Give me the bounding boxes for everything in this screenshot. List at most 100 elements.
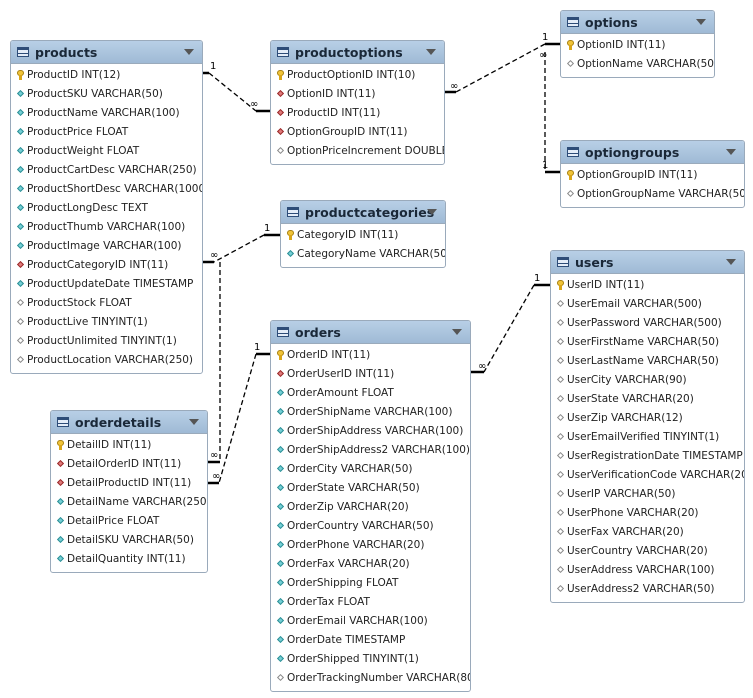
column-label: DetailSKU VARCHAR(50) [67, 533, 194, 546]
column-row[interactable]: OptionPriceIncrement DOUBLE [271, 141, 444, 160]
column-row[interactable]: OptionName VARCHAR(50) [561, 54, 714, 73]
column-row[interactable]: OrderTax FLOAT [271, 592, 470, 611]
column-row[interactable]: OrderShipping FLOAT [271, 573, 470, 592]
column-row[interactable]: UserZip VARCHAR(12) [551, 408, 744, 427]
column-row[interactable]: UserAddress VARCHAR(100) [551, 560, 744, 579]
column-row[interactable]: OptionID INT(11) [271, 84, 444, 103]
column-row[interactable]: OrderAmount FLOAT [271, 383, 470, 402]
collapse-arrow-icon[interactable] [427, 209, 437, 215]
column-row[interactable]: OrderShipName VARCHAR(100) [271, 402, 470, 421]
column-row[interactable]: ProductThumb VARCHAR(100) [11, 217, 202, 236]
table-header[interactable]: orders [271, 321, 470, 344]
column-row[interactable]: DetailSKU VARCHAR(50) [51, 530, 207, 549]
table-header[interactable]: products [11, 41, 202, 64]
column-row[interactable]: CategoryName VARCHAR(50) [281, 244, 445, 263]
table-header[interactable]: productcategories [281, 201, 445, 224]
column-row[interactable]: UserEmailVerified TINYINT(1) [551, 427, 744, 446]
column-row[interactable]: ProductShortDesc VARCHAR(1000) [11, 179, 202, 198]
table-header[interactable]: users [551, 251, 744, 274]
column-row[interactable]: DetailOrderID INT(11) [51, 454, 207, 473]
table-header[interactable]: options [561, 11, 714, 34]
column-row[interactable]: DetailQuantity INT(11) [51, 549, 207, 568]
table-header[interactable]: optiongroups [561, 141, 744, 164]
column-row[interactable]: UserVerificationCode VARCHAR(20) [551, 465, 744, 484]
collapse-arrow-icon[interactable] [426, 49, 436, 55]
column-row[interactable]: UserFirstName VARCHAR(50) [551, 332, 744, 351]
column-row[interactable]: OrderTrackingNumber VARCHAR(80) [271, 668, 470, 687]
column-row[interactable]: CategoryID INT(11) [281, 225, 445, 244]
column-row[interactable]: OrderShipAddress VARCHAR(100) [271, 421, 470, 440]
column-row[interactable]: OptionID INT(11) [561, 35, 714, 54]
collapse-arrow-icon[interactable] [184, 49, 194, 55]
column-row[interactable]: ProductWeight FLOAT [11, 141, 202, 160]
column-row[interactable]: OrderState VARCHAR(50) [271, 478, 470, 497]
column-row[interactable]: ProductPrice FLOAT [11, 122, 202, 141]
column-row[interactable]: ProductLocation VARCHAR(250) [11, 350, 202, 369]
collapse-arrow-icon[interactable] [452, 329, 462, 335]
collapse-arrow-icon[interactable] [696, 19, 706, 25]
column-row[interactable]: UserIP VARCHAR(50) [551, 484, 744, 503]
table-header[interactable]: productoptions [271, 41, 444, 64]
column-row[interactable]: OrderEmail VARCHAR(100) [271, 611, 470, 630]
column-row[interactable]: UserPassword VARCHAR(500) [551, 313, 744, 332]
column-row[interactable]: UserEmail VARCHAR(500) [551, 294, 744, 313]
column-row[interactable]: OrderDate TIMESTAMP [271, 630, 470, 649]
card-productcategories-1: 1 [264, 223, 270, 234]
column-row[interactable]: ProductUnlimited TINYINT(1) [11, 331, 202, 350]
column-row[interactable]: ProductImage VARCHAR(100) [11, 236, 202, 255]
column-row[interactable]: UserCountry VARCHAR(20) [551, 541, 744, 560]
column-row[interactable]: UserState VARCHAR(20) [551, 389, 744, 408]
column-row[interactable]: OrderCountry VARCHAR(50) [271, 516, 470, 535]
column-row[interactable]: ProductID INT(12) [11, 65, 202, 84]
column-row[interactable]: UserFax VARCHAR(20) [551, 522, 744, 541]
column-row[interactable]: OrderPhone VARCHAR(20) [271, 535, 470, 554]
column-row[interactable]: DetailProductID INT(11) [51, 473, 207, 492]
collapse-arrow-icon[interactable] [189, 419, 199, 425]
column-row[interactable]: OptionGroupName VARCHAR(50) [561, 184, 744, 203]
column-row[interactable]: ProductOptionID INT(10) [271, 65, 444, 84]
column-row[interactable]: DetailID INT(11) [51, 435, 207, 454]
column-row[interactable]: UserPhone VARCHAR(20) [551, 503, 744, 522]
column-row[interactable]: UserCity VARCHAR(90) [551, 370, 744, 389]
column-row[interactable]: OrderUserID INT(11) [271, 364, 470, 383]
column-row[interactable]: UserLastName VARCHAR(50) [551, 351, 744, 370]
column-row[interactable]: ProductID INT(11) [271, 103, 444, 122]
column-row[interactable]: ProductSKU VARCHAR(50) [11, 84, 202, 103]
column-row[interactable]: ProductName VARCHAR(100) [11, 103, 202, 122]
column-row[interactable]: OrderCity VARCHAR(50) [271, 459, 470, 478]
column-row[interactable]: OrderFax VARCHAR(20) [271, 554, 470, 573]
column-row[interactable]: OptionGroupID INT(11) [561, 165, 744, 184]
column-row[interactable]: DetailPrice FLOAT [51, 511, 207, 530]
column-row[interactable]: UserID INT(11) [551, 275, 744, 294]
column-label: UserAddress2 VARCHAR(50) [567, 582, 715, 595]
column-label: CategoryName VARCHAR(50) [297, 247, 446, 260]
column-row[interactable]: UserRegistrationDate TIMESTAMP [551, 446, 744, 465]
column-row[interactable]: ProductUpdateDate TIMESTAMP [11, 274, 202, 293]
collapse-arrow-icon[interactable] [726, 149, 736, 155]
column-row[interactable]: ProductLive TINYINT(1) [11, 312, 202, 331]
column-row[interactable]: ProductCategoryID INT(11) [11, 255, 202, 274]
not-null-column-icon [276, 540, 284, 550]
column-row[interactable]: OptionGroupID INT(11) [271, 122, 444, 141]
column-row[interactable]: UserAddress2 VARCHAR(50) [551, 579, 744, 598]
table-header[interactable]: orderdetails [51, 411, 207, 434]
column-row[interactable]: OrderShipped TINYINT(1) [271, 649, 470, 668]
column-label: OrderState VARCHAR(50) [287, 481, 420, 494]
column-row[interactable]: DetailName VARCHAR(250) [51, 492, 207, 511]
column-row[interactable]: OrderShipAddress2 VARCHAR(100) [271, 440, 470, 459]
column-row[interactable]: ProductLongDesc TEXT [11, 198, 202, 217]
collapse-arrow-icon[interactable] [726, 259, 736, 265]
column-row[interactable]: OrderID INT(11) [271, 345, 470, 364]
column-row[interactable]: ProductStock FLOAT [11, 293, 202, 312]
column-row[interactable]: ProductCartDesc VARCHAR(250) [11, 160, 202, 179]
column-row[interactable]: OrderZip VARCHAR(20) [271, 497, 470, 516]
